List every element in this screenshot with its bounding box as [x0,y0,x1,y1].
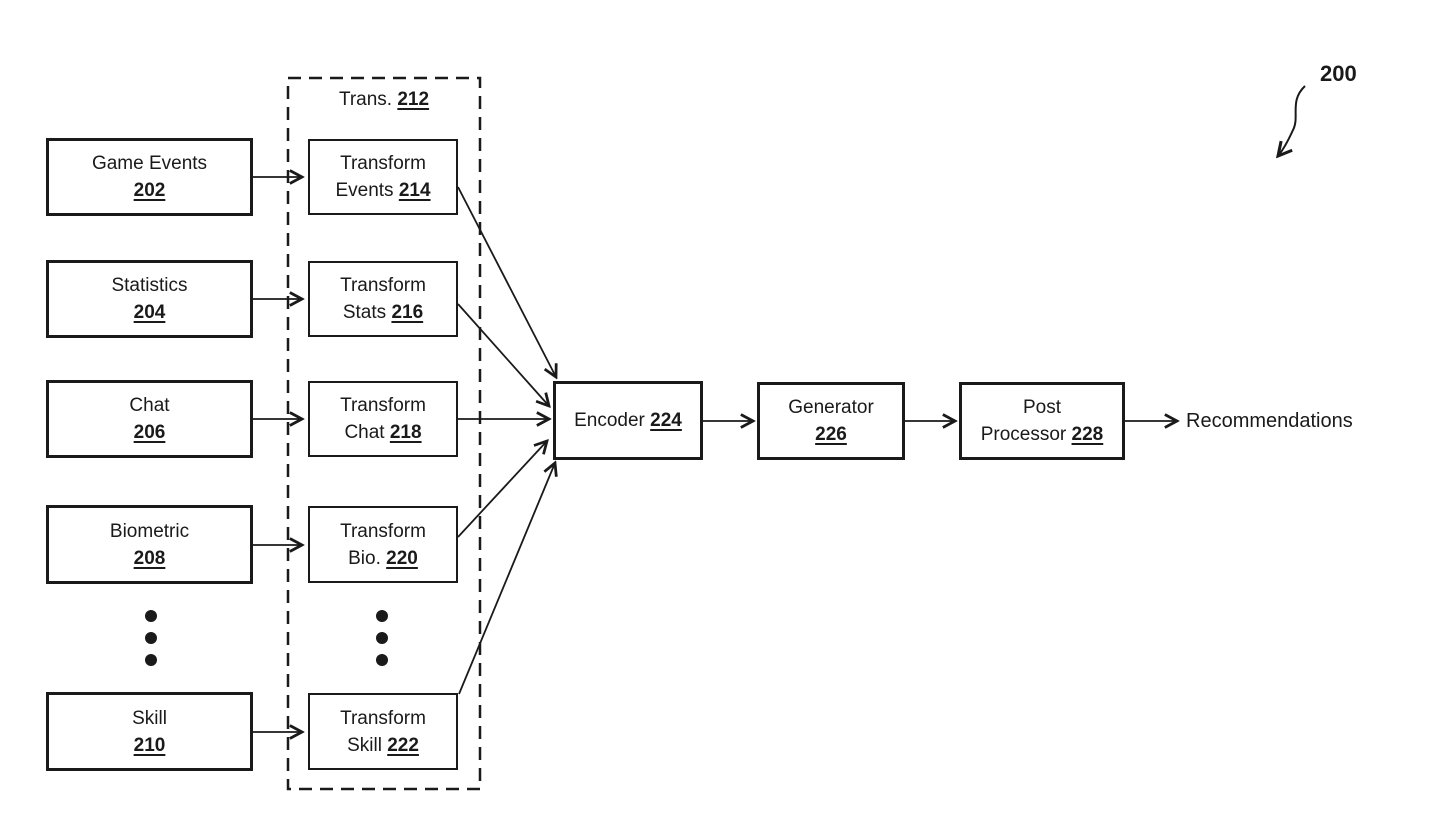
box-label-line2: Skill [347,734,382,756]
box-label: Transform [340,707,426,729]
box-transform-bio: Transform Bio. 220 [308,506,458,583]
box-label: Transform [340,275,426,296]
box-post-processor: Post Processor 228 [959,382,1125,460]
figure-ref-number: 200 [1320,61,1357,86]
input-arrows [253,177,302,732]
ellipsis-dots-inputs [145,610,157,666]
box-label: Generator [788,397,874,418]
box-label: Biometric [109,520,190,542]
box-chat: Chat 206 [46,380,253,458]
recommendations-output-label: Recommendations [1186,410,1353,432]
box-number: 228 [1071,424,1104,445]
box-label: Encoder [574,410,645,431]
box-label-line2: Events [335,180,394,201]
box-transform-skill: Transform Skill 222 [308,693,458,770]
box-number: 224 [650,410,682,431]
box-encoder: Encoder 224 [553,381,703,460]
box-number: 220 [386,547,418,569]
box-label: Statistics [111,275,188,296]
figure-ref-squiggle-arrow [1278,85,1306,156]
box-transform-stats: Transform Stats 216 [308,261,458,337]
box-number: 210 [133,734,166,756]
box-label-line2: Chat [344,422,385,443]
box-label: Chat [129,395,170,416]
box-number: 214 [398,180,431,201]
box-statistics: Statistics 204 [46,260,253,338]
box-transform-chat: Transform Chat 218 [308,381,458,457]
box-number: 218 [389,422,422,443]
arrow-transform-events-to-encoder [457,186,556,377]
box-number: 206 [133,422,166,443]
box-game-events: Game Events 202 [46,138,253,216]
transform-group-dashed-border [286,76,482,791]
box-label: Post [1022,397,1062,418]
box-biometric: Biometric 208 [46,505,253,584]
box-label-line2: Bio. [348,547,381,569]
box-label: Transform [340,520,426,542]
transform-group-label-number: 212 [397,89,430,110]
box-label: Game Events [91,153,208,174]
box-number: 204 [133,302,166,323]
box-number: 208 [133,547,166,569]
box-label: Transform [340,395,426,416]
arrow-transform-bio-to-encoder [457,441,547,538]
box-label-line2: Processor [980,424,1067,445]
box-skill: Skill 210 [46,692,253,771]
box-generator: Generator 226 [757,382,905,460]
encoder-converging-arrows [457,186,556,695]
ellipsis-dots-transforms [376,610,388,666]
box-transform-events: Transform Events 214 [308,139,458,215]
arrow-transform-stats-to-encoder [457,303,549,406]
transform-group-label-text: Trans. [338,89,393,110]
arrow-transform-skill-to-encoder [458,463,555,695]
box-label-line2: Stats [342,302,387,323]
box-number: 202 [133,180,166,201]
box-label: Skill [132,707,167,729]
transform-group-label: Trans. 212 [288,88,480,112]
box-number: 222 [387,734,419,756]
box-number: 216 [391,302,424,323]
box-number: 226 [815,424,847,445]
box-label: Transform [340,153,426,174]
